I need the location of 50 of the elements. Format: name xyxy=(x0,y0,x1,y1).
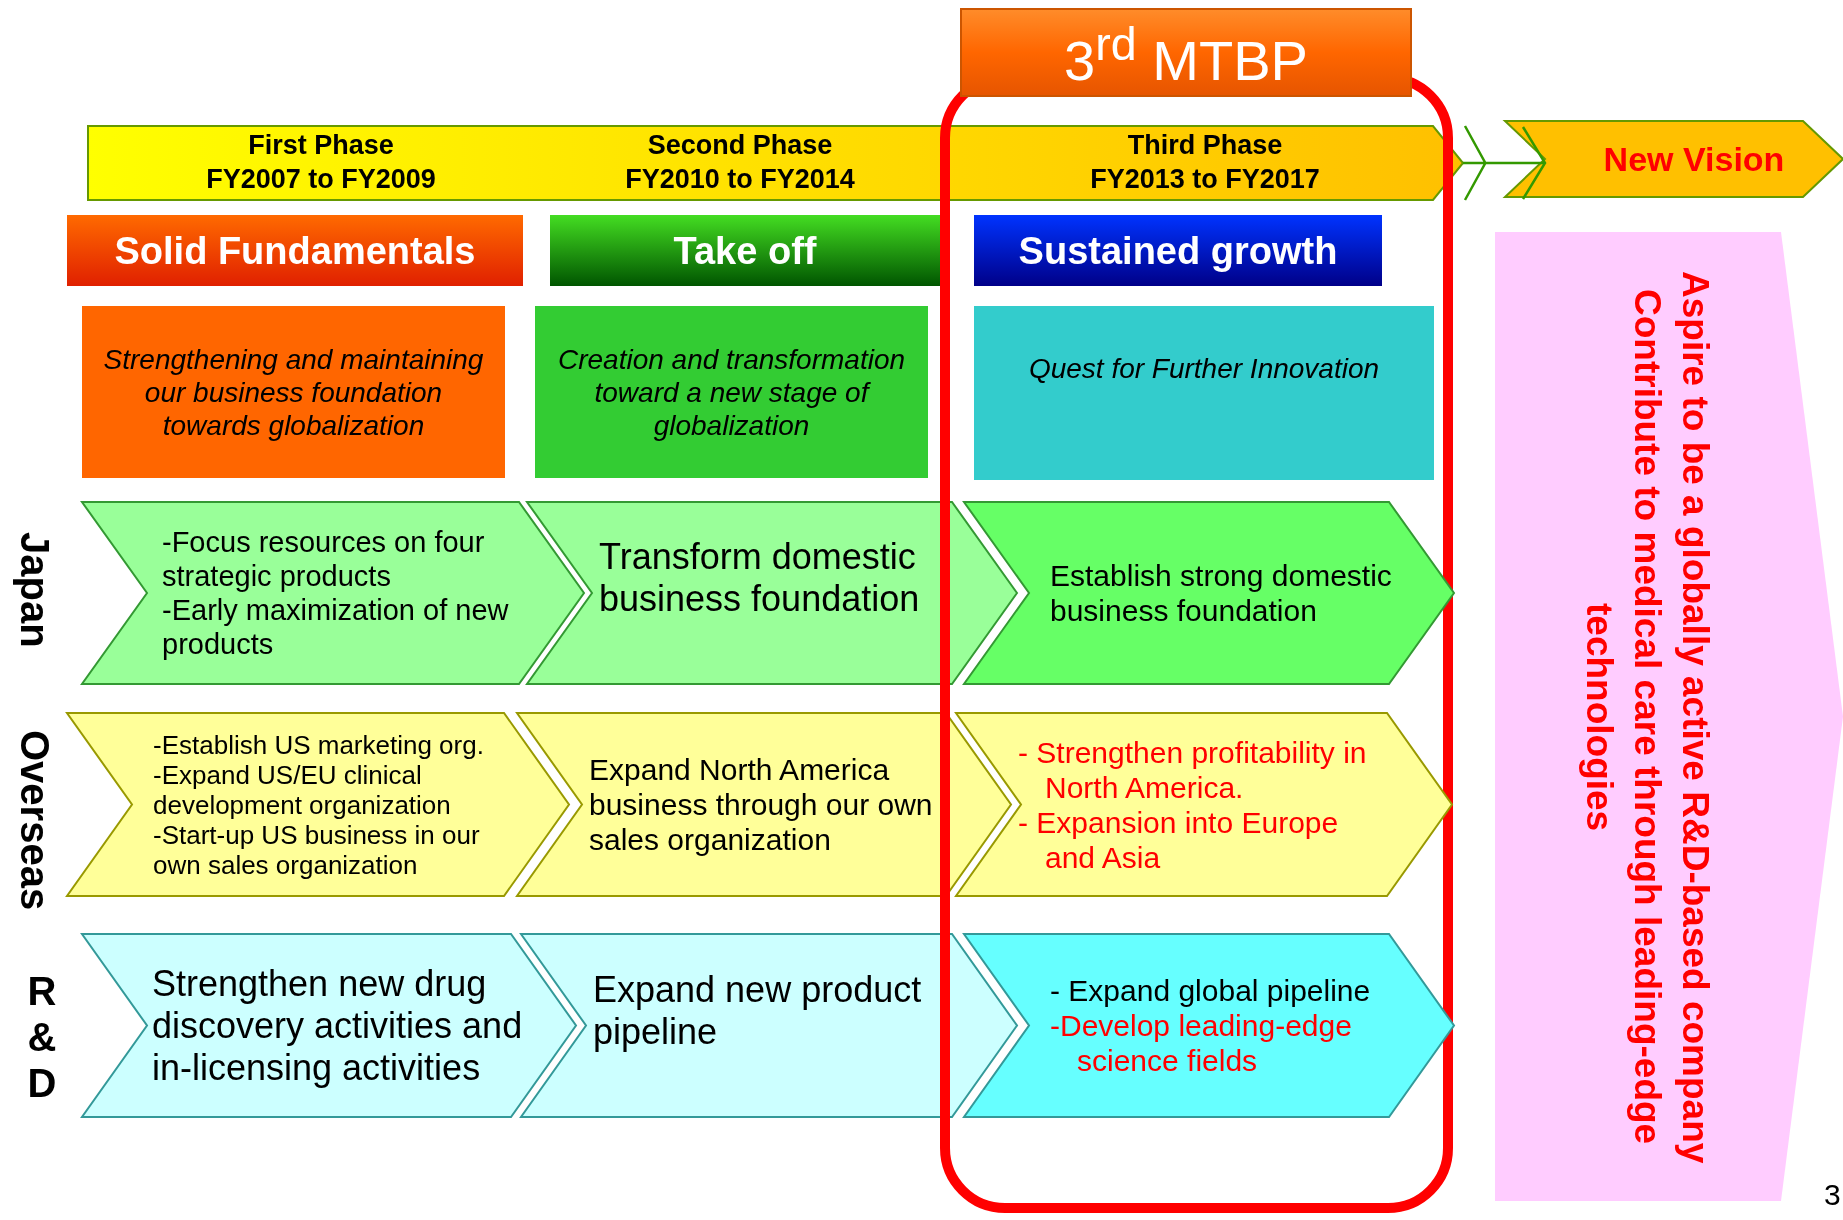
node-text: -Focus resources on four strategic products xyxy=(162,525,486,593)
node-text: Quest for Further Innovation xyxy=(1027,351,1381,385)
title-banner xyxy=(67,215,523,286)
vision-text: New Vision xyxy=(1602,139,1786,179)
timeline-band xyxy=(88,126,1463,200)
node-text: Creation and transformation toward a new stage of globalization xyxy=(556,342,907,442)
phase-label: Second Phase FY2010 to FY2014 xyxy=(624,129,856,196)
phase-label: First Phase FY2007 to FY2009 xyxy=(205,129,437,196)
node-text: 3$^{rd}$ MTBP xyxy=(1063,17,1309,94)
phase-label: Third Phase FY2013 to FY2017 xyxy=(1089,129,1321,196)
node-text: -Expand US/EU clinical development organization xyxy=(153,759,452,820)
node-text: -Early maximization of new products xyxy=(162,593,510,661)
node-text: Sustained growth xyxy=(1017,228,1339,273)
node-text: - Expand global pipeline xyxy=(1050,973,1372,1008)
node-text: Establish strong domestic business foundation xyxy=(1050,558,1393,628)
node-text: Strengthen new drug discovery activities and in-licensing activities xyxy=(152,962,524,1089)
row-label: Overseas xyxy=(12,728,57,913)
chevron-panel xyxy=(964,934,1454,1117)
node-text: Solid Fundamentals xyxy=(113,228,477,273)
title-banner xyxy=(550,215,940,286)
node-text: Expand North America business through our own sales organization xyxy=(589,752,934,857)
page-number: 3 xyxy=(1824,1178,1841,1212)
vision-banner xyxy=(1505,121,1843,197)
vision-statement: Aspire to be a globally active R&D-based company xyxy=(1674,269,1717,1166)
chevron-panel xyxy=(67,713,569,896)
chevron-panel xyxy=(82,502,584,684)
node-text: Take off xyxy=(672,228,818,273)
chevron-panel xyxy=(964,502,1454,684)
node-text: - Expansion into Europe and Asia xyxy=(1018,804,1340,875)
row-label: R & D xyxy=(26,968,58,1106)
title-banner xyxy=(974,215,1382,286)
node-text: -Develop leading-edge science fields xyxy=(1050,1008,1353,1078)
node-text: -Start-up US business in our own sales organization xyxy=(153,819,481,880)
chevron-panel xyxy=(82,934,576,1117)
description-box xyxy=(82,306,505,478)
row-label: Japan xyxy=(12,531,57,650)
node-text: -Establish US marketing org. xyxy=(153,729,485,760)
chevron-panel xyxy=(527,502,1017,684)
chevron-connector xyxy=(1461,124,1547,202)
node-text: Transform domestic business foundation xyxy=(599,536,921,620)
node-text: Expand new product pipeline xyxy=(593,968,923,1053)
description-box xyxy=(974,306,1434,480)
vision-statement: Contribute to medical care through leading-edge technologies xyxy=(1578,288,1669,1147)
plan-banner xyxy=(961,9,1411,96)
chevron-panel xyxy=(956,713,1452,896)
node-text: Strengthening and maintaining our business foundation towards globalization xyxy=(102,342,485,442)
chevron-panel xyxy=(517,713,1011,896)
description-box xyxy=(535,306,928,478)
chevron-panel xyxy=(521,934,1017,1117)
node-text: - Strengthen profitability in North America. xyxy=(1018,734,1368,805)
